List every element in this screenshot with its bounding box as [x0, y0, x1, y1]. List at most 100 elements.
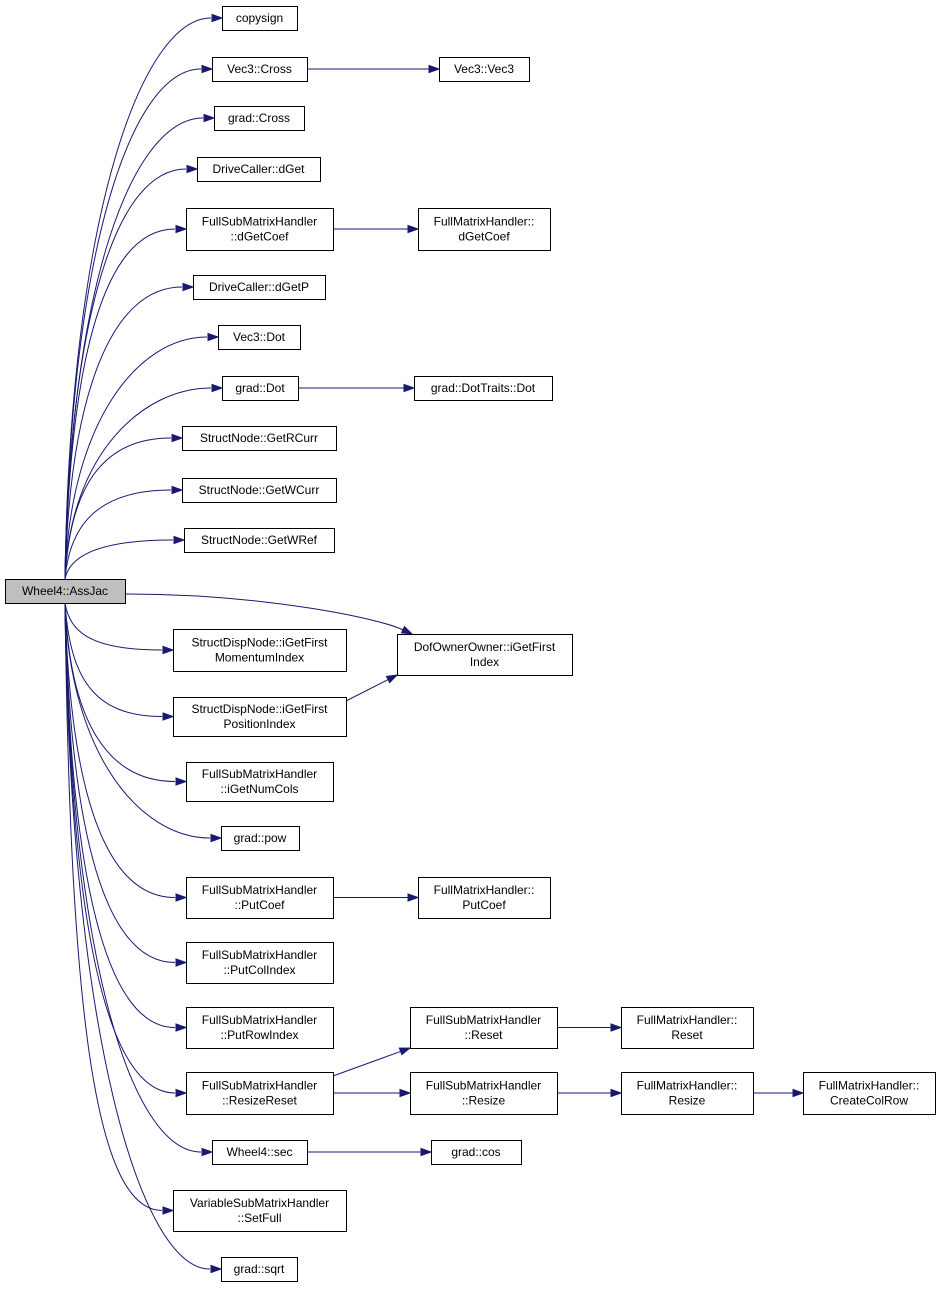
node-fsmhputcoef[interactable]: FullSubMatrixHandler::PutCoef	[186, 877, 334, 919]
node-box	[222, 376, 299, 401]
edge-arrowhead	[407, 224, 420, 234]
node-root[interactable]: Wheel4::AssJac	[5, 579, 126, 604]
node-label: StructNode::GetWRef	[201, 533, 318, 547]
node-vsmhsetfull[interactable]: VariableSubMatrixHandler::SetFull	[173, 1190, 347, 1232]
node-fmhputcoef[interactable]: FullMatrixHandler::PutCoef	[418, 877, 551, 919]
node-box	[186, 208, 334, 251]
node-fmhcreatecolrow[interactable]: FullMatrixHandler::CreateColRow	[803, 1072, 936, 1115]
node-box	[212, 57, 308, 82]
node-copysign[interactable]: copysign	[222, 6, 298, 31]
node-sngetwcurr[interactable]: StructNode::GetWCurr	[182, 478, 337, 503]
node-label: FullSubMatrixHandler	[202, 1013, 317, 1027]
node-label: ::iGetNumCols	[220, 782, 298, 796]
edge-fsmhdgetcoef-fmhdgetcoef	[333, 224, 420, 234]
edge-line	[64, 602, 211, 839]
node-fmhresize[interactable]: FullMatrixHandler::Resize	[621, 1072, 754, 1115]
node-label: ::SetFull	[237, 1211, 281, 1225]
node-fsmhputcolindex[interactable]: FullSubMatrixHandler::PutColIndex	[186, 942, 334, 984]
node-graddot[interactable]: grad::Dot	[222, 376, 299, 401]
edge-line	[64, 68, 202, 580]
node-wheel4sec[interactable]: Wheel4::sec	[212, 1140, 308, 1165]
node-sngetrcurr[interactable]: StructNode::GetRCurr	[182, 426, 337, 451]
node-vec3vec3[interactable]: Vec3::Vec3	[439, 57, 530, 82]
node-graddottraits[interactable]: grad::DotTraits::Dot	[414, 376, 553, 401]
node-label: StructDispNode::iGetFirst	[191, 702, 328, 716]
edge-arrowhead	[211, 383, 224, 393]
node-sngetwref[interactable]: StructNode::GetWRef	[184, 528, 335, 553]
node-label: FullMatrixHandler::	[434, 883, 535, 897]
node-fsmhdgetcoef[interactable]: FullSubMatrixHandler::dGetCoef	[186, 208, 334, 251]
node-label: ::PutColIndex	[223, 963, 295, 977]
node-gradsqrt[interactable]: grad::sqrt	[221, 1257, 298, 1282]
edge-line	[64, 286, 183, 580]
node-box	[222, 6, 298, 31]
node-fsmhresizereset[interactable]: FullSubMatrixHandler::ResizeReset	[186, 1072, 334, 1115]
node-gradcross[interactable]: grad::Cross	[214, 106, 305, 131]
node-label: FullSubMatrixHandler	[202, 1079, 317, 1093]
edge-arrowhead	[175, 893, 188, 902]
node-box	[621, 1007, 754, 1049]
edge-arrowhead	[399, 1088, 412, 1098]
edge-fsmhresizereset-fsmhresize	[333, 1088, 412, 1098]
node-label: Vec3::Vec3	[454, 62, 514, 76]
node-label: StructDispNode::iGetFirst	[191, 636, 328, 650]
edge-arrowhead	[428, 64, 441, 74]
node-vec3dot[interactable]: Vec3::Dot	[218, 325, 301, 350]
edge-arrowhead	[407, 893, 420, 902]
node-fsmhresize[interactable]: FullSubMatrixHandler::Resize	[410, 1072, 558, 1115]
edge-arrowhead	[201, 64, 214, 74]
edge-arrowhead	[792, 1088, 805, 1098]
node-label: MomentumIndex	[215, 651, 304, 665]
edge-arrowhead	[400, 625, 414, 635]
node-box	[410, 1072, 558, 1115]
node-box	[418, 208, 551, 251]
node-label: FullSubMatrixHandler	[426, 1079, 541, 1093]
edge-line	[124, 593, 404, 631]
node-box	[621, 1072, 754, 1115]
edge-arrowhead	[171, 485, 184, 495]
node-gradcos[interactable]: grad::cos	[431, 1140, 522, 1165]
edge-arrowhead	[385, 674, 399, 684]
node-label: VariableSubMatrixHandler	[190, 1196, 329, 1210]
node-fsmhreset[interactable]: FullSubMatrixHandler::Reset	[410, 1007, 558, 1049]
node-label: grad::sqrt	[234, 1262, 285, 1276]
edge-root-fsmhputcoef	[64, 602, 188, 902]
node-label: CreateColRow	[830, 1094, 908, 1108]
edge-line	[64, 437, 172, 580]
node-fsmhputrowindex[interactable]: FullSubMatrixHandler::PutRowIndex	[186, 1007, 334, 1049]
node-gradpow[interactable]: grad::pow	[221, 826, 300, 851]
node-dcdgetp[interactable]: DriveCaller::dGetP	[193, 275, 326, 300]
edge-fmhresize-fmhcreatecolrow	[753, 1088, 805, 1098]
edge-root-vec3dot	[64, 332, 220, 580]
node-box	[186, 762, 334, 802]
node-fmhdgetcoef[interactable]: FullMatrixHandler::dGetCoef	[418, 208, 551, 251]
edge-root-vec3cross	[64, 64, 214, 580]
node-box	[173, 697, 347, 737]
node-box	[410, 1007, 558, 1049]
edge-root-gradpow	[64, 602, 223, 843]
edge-line	[64, 602, 163, 651]
node-fmhreset[interactable]: FullMatrixHandler::Reset	[621, 1007, 754, 1049]
node-label: Wheel4::sec	[226, 1145, 292, 1159]
node-label: ::PutCoef	[234, 898, 285, 912]
node-box	[418, 877, 551, 919]
edge-arrowhead	[162, 712, 175, 721]
edge-arrowhead	[175, 224, 188, 234]
node-dcdget[interactable]: DriveCaller::dGet	[197, 157, 321, 182]
edge-arrowhead	[171, 433, 184, 443]
edge-root-dcdgetp	[64, 282, 195, 580]
edge-root-wheel4sec	[64, 602, 214, 1157]
edge-arrowhead	[175, 958, 188, 967]
edge-line	[64, 117, 204, 580]
node-fsmhnumcols[interactable]: FullSubMatrixHandler::iGetNumCols	[186, 762, 334, 802]
node-box	[5, 579, 126, 604]
node-box	[221, 1257, 298, 1282]
node-label: copysign	[236, 11, 283, 25]
node-label: Vec3::Dot	[233, 330, 286, 344]
edge-line	[64, 489, 172, 580]
node-vec3cross[interactable]: Vec3::Cross	[212, 57, 308, 82]
